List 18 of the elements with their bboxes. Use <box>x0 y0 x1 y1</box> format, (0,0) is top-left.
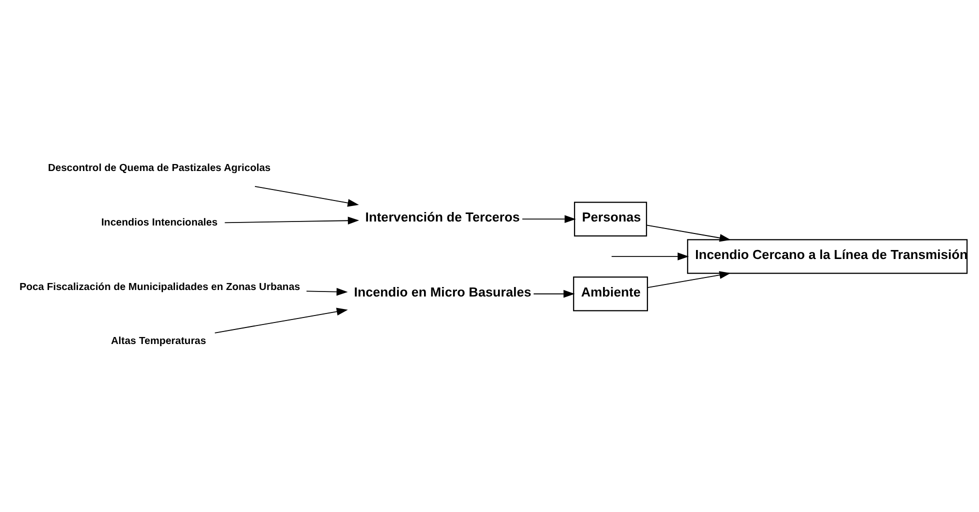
arrow <box>224 216 360 225</box>
arrow <box>306 288 348 296</box>
node-text: Intervención de Terceros <box>365 210 520 225</box>
arrow <box>533 290 575 298</box>
arrow <box>522 215 576 224</box>
arrow <box>254 186 359 207</box>
arrow <box>646 224 731 242</box>
arrow <box>611 252 689 260</box>
node-text: Incendio en Micro Basurales <box>354 284 532 300</box>
node-text: Poca Fiscalización de Municipalidades en Zonas Urbanas <box>19 282 300 293</box>
node-box: Ambiente <box>573 276 648 312</box>
node-text: Incendios Intencionales <box>101 217 218 228</box>
arrow <box>647 271 731 288</box>
node-text: Descontrol de Quema de Pastizales Agricolas <box>48 163 271 174</box>
node-box: Incendio Cercano a la Línea de Transmisión <box>687 239 968 274</box>
node-box: Personas <box>574 202 648 236</box>
arrow <box>214 308 348 334</box>
node-text: Altas Temperaturas <box>111 336 206 348</box>
